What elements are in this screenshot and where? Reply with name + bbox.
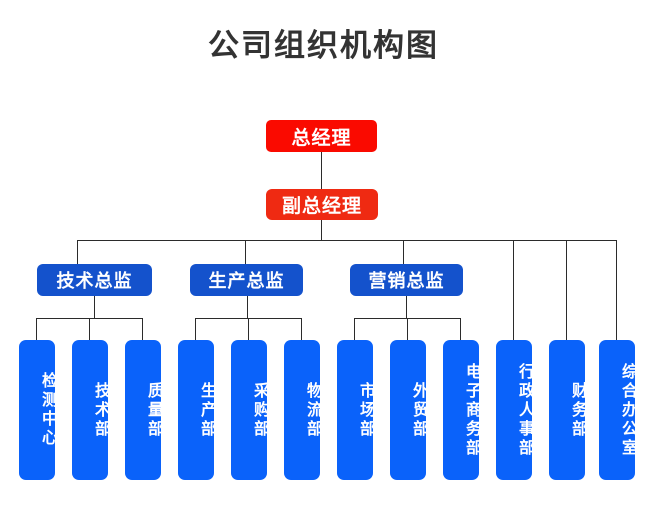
node-logistics-dept[interactable]: 物流部 <box>284 340 321 480</box>
node-foreign-trade-dept[interactable]: 外贸部 <box>390 340 427 480</box>
node-label: 电子商务部 <box>463 362 480 458</box>
node-general-office[interactable]: 综合办公室 <box>599 340 636 480</box>
connector-marketing-director-stem <box>406 296 407 318</box>
node-general-manager[interactable]: 总经理 <box>266 120 377 152</box>
connector-bus-to-marketing-director <box>403 240 404 264</box>
connector-to-quality-dept <box>142 318 143 340</box>
node-inspection-center[interactable]: 检测中心 <box>19 340 56 480</box>
node-label: 物流部 <box>304 381 321 439</box>
node-label: 生产部 <box>198 381 215 439</box>
connector-to-market-dept <box>354 318 355 340</box>
node-label: 检测中心 <box>39 372 56 448</box>
connector-main-bus <box>77 240 616 241</box>
connector-bus-to-technical-director <box>77 240 78 264</box>
node-label: 营销总监 <box>368 271 445 291</box>
node-market-dept[interactable]: 市场部 <box>337 340 374 480</box>
connector-to-technical-dept <box>89 318 90 340</box>
connector-to-ecommerce-dept <box>460 318 461 340</box>
connector-technical-director-stem <box>94 296 95 318</box>
node-label: 技术总监 <box>56 271 133 291</box>
node-label: 技术部 <box>92 381 109 439</box>
node-production-dept[interactable]: 生产部 <box>178 340 215 480</box>
node-technical-dept[interactable]: 技术部 <box>72 340 109 480</box>
node-label: 副总经理 <box>281 196 362 217</box>
node-label: 财务部 <box>569 381 586 439</box>
connector-to-logistics-dept <box>301 318 302 340</box>
connector-to-purchasing-dept <box>248 318 249 340</box>
node-label: 市场部 <box>357 381 374 439</box>
connector-deputy-to-bus <box>321 220 322 241</box>
node-label: 行政人事部 <box>516 362 533 458</box>
page-title: 公司组织机构图 <box>208 28 439 63</box>
node-purchasing-dept[interactable]: 采购部 <box>231 340 268 480</box>
node-label: 采购部 <box>251 381 268 439</box>
node-finance-dept[interactable]: 财务部 <box>549 340 586 480</box>
connector-to-inspection-center <box>36 318 37 340</box>
connector-bus-to-production-director <box>245 240 246 264</box>
connector-bus-to-admin-hr-dept <box>513 240 514 340</box>
node-label: 质量部 <box>145 381 162 439</box>
node-label: 生产总监 <box>208 271 285 291</box>
node-technical-director[interactable]: 技术总监 <box>37 264 152 296</box>
connector-bus-to-general-office <box>616 240 617 340</box>
node-label: 总经理 <box>291 127 352 149</box>
connector-to-production-dept <box>195 318 196 340</box>
node-production-director[interactable]: 生产总监 <box>190 264 303 296</box>
node-ecommerce-dept[interactable]: 电子商务部 <box>443 340 480 480</box>
node-deputy-general-manager[interactable]: 副总经理 <box>266 189 378 220</box>
node-label: 外贸部 <box>410 381 427 439</box>
connector-gm-to-deputy <box>321 152 322 189</box>
node-marketing-director[interactable]: 营销总监 <box>350 264 463 296</box>
node-admin-hr-dept[interactable]: 行政人事部 <box>496 340 533 480</box>
connector-to-foreign-trade-dept <box>407 318 408 340</box>
connector-production-director-stem <box>247 296 248 318</box>
node-quality-dept[interactable]: 质量部 <box>125 340 162 480</box>
connector-bus-to-finance-dept <box>566 240 567 340</box>
node-label: 综合办公室 <box>619 362 636 458</box>
